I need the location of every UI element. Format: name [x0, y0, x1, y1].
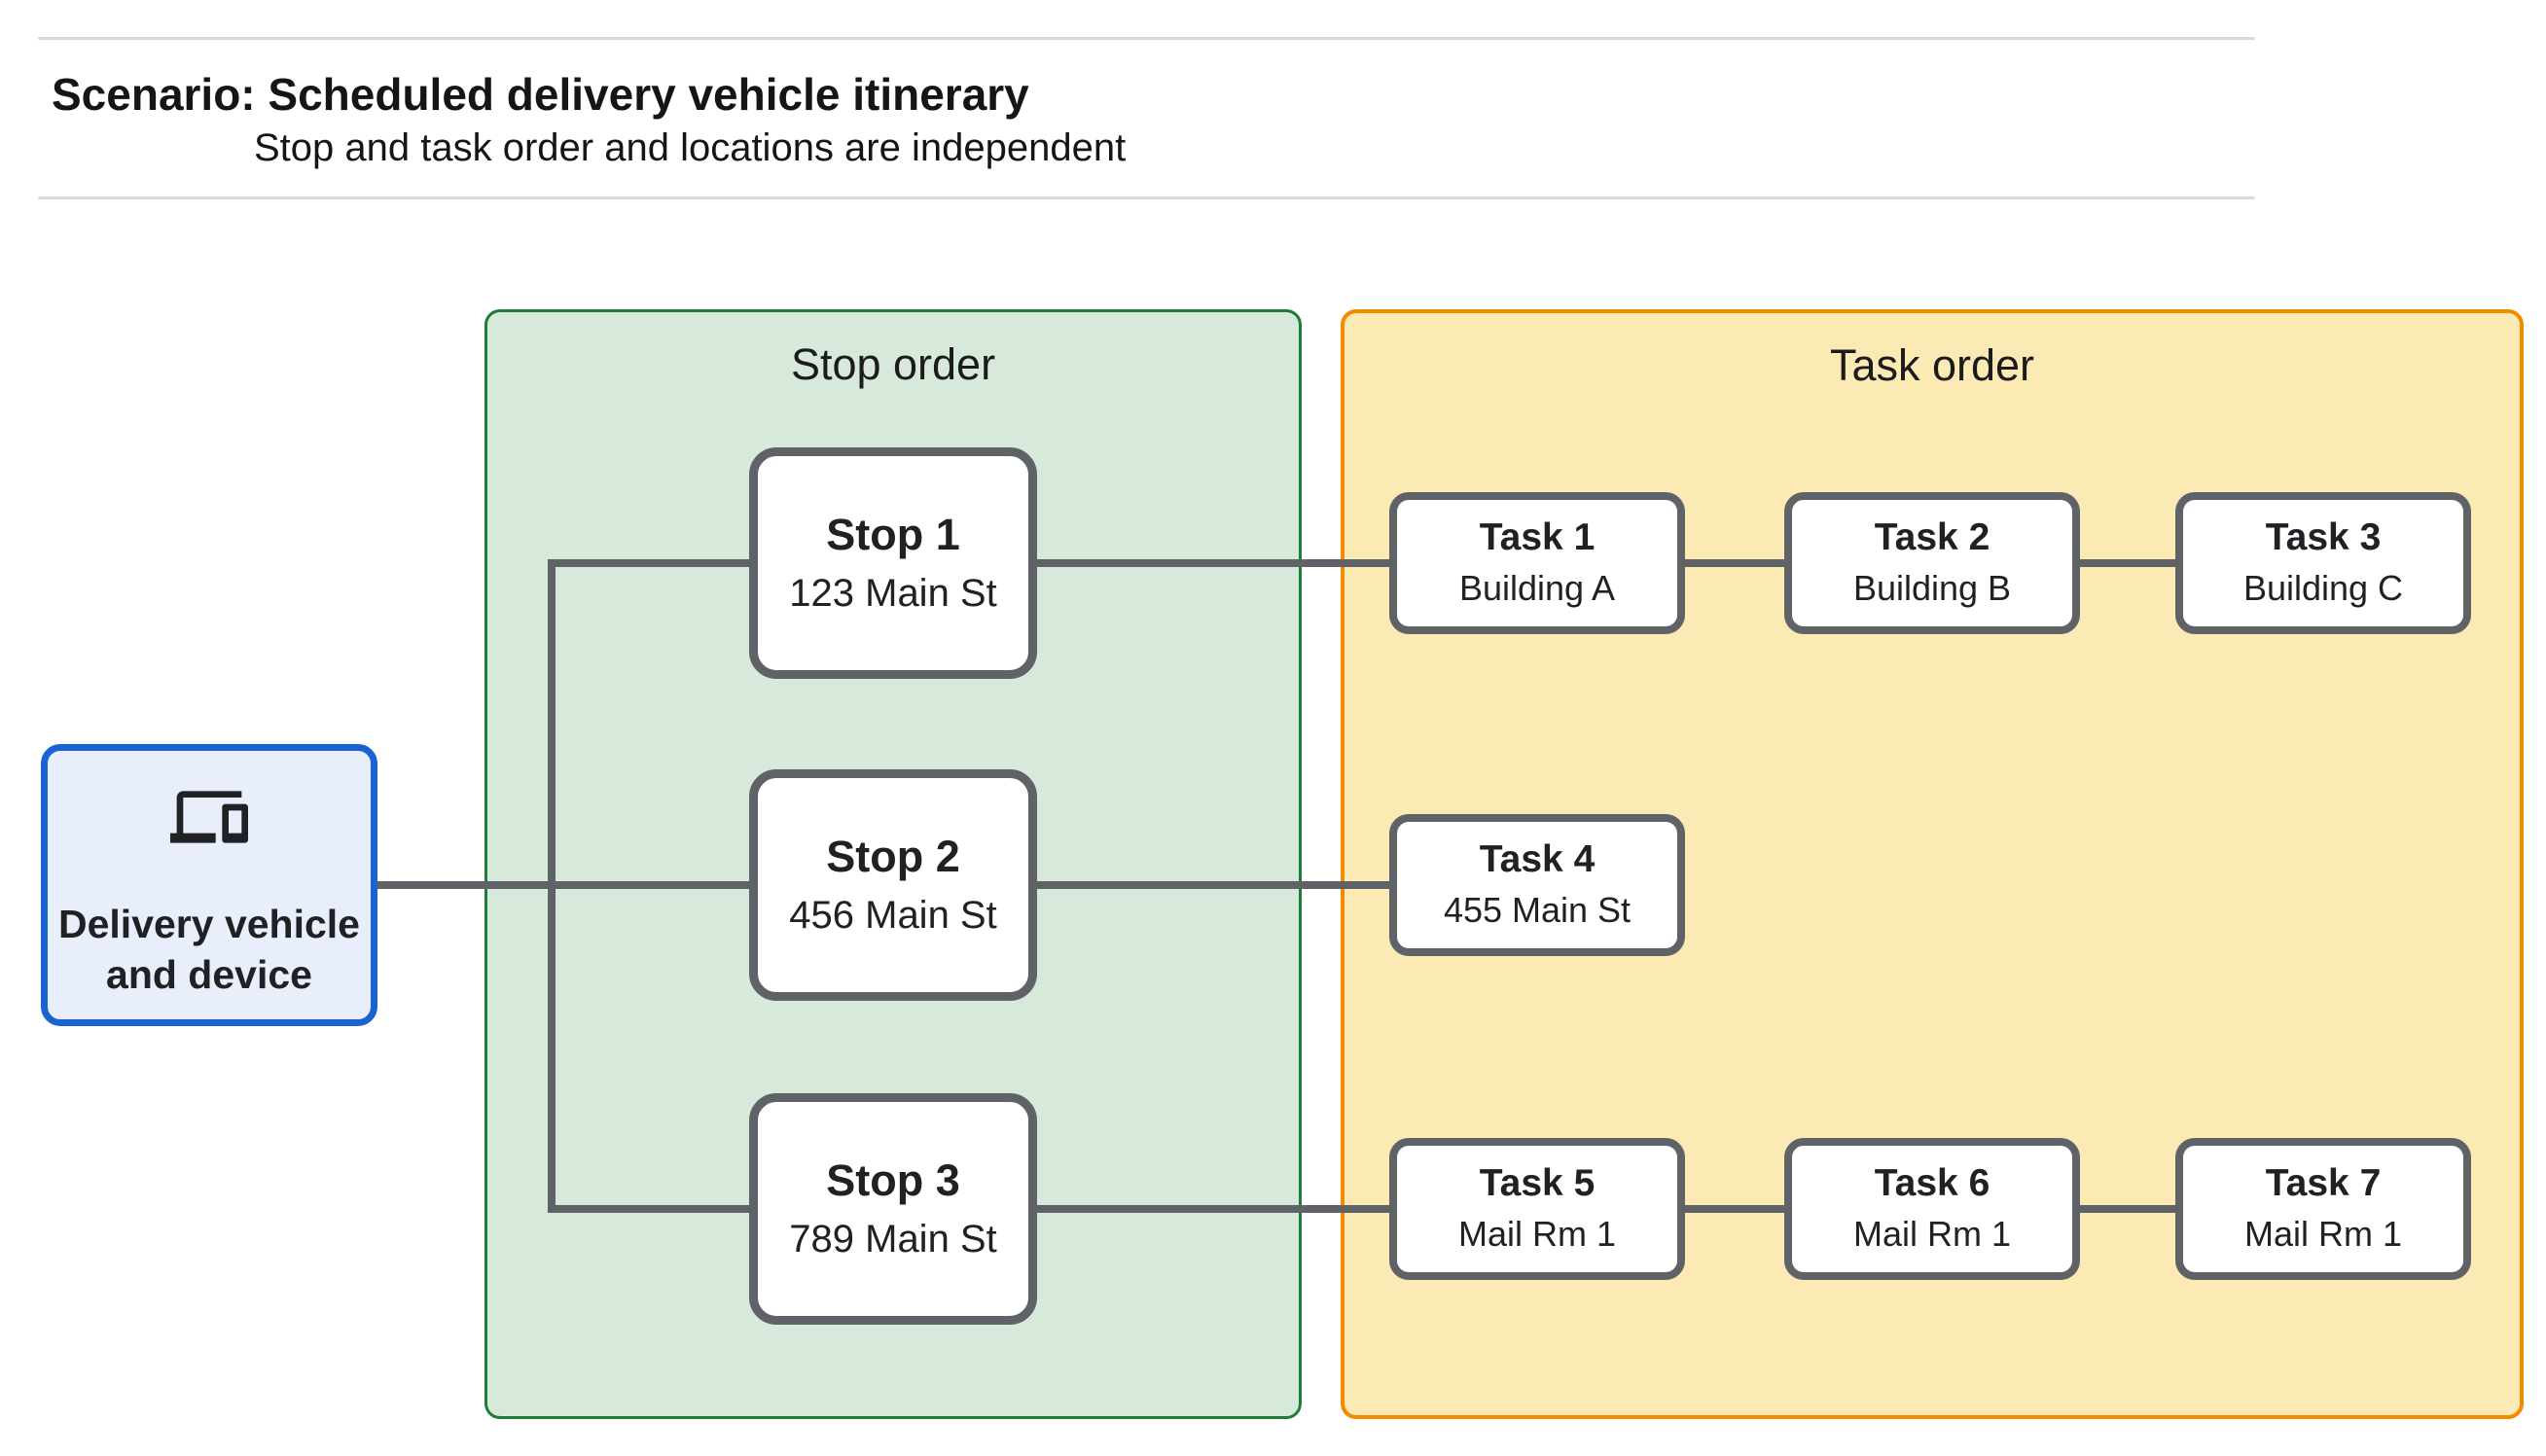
- task-5-name: Task 5: [1479, 1161, 1596, 1204]
- page-subtitle: Stop and task order and locations are in…: [254, 126, 1127, 169]
- task-3-name: Task 3: [2265, 515, 2382, 558]
- stop-2-address: 456 Main St: [789, 894, 997, 938]
- top-divider: [38, 37, 2255, 40]
- stop-2-node: Stop 2 456 Main St: [749, 769, 1037, 1001]
- stop-1-name: Stop 1: [826, 509, 960, 559]
- connector-line: [377, 881, 749, 889]
- task-7-name: Task 7: [2265, 1161, 2382, 1204]
- task-6-location: Mail Rm 1: [1852, 1213, 2012, 1254]
- delivery-vehicle-node: Delivery vehicle and device: [41, 744, 377, 1026]
- task-2-node: Task 2 Building B: [1784, 492, 2080, 634]
- task-5-node: Task 5 Mail Rm 1: [1389, 1138, 1685, 1280]
- task-6-name: Task 6: [1874, 1161, 1990, 1204]
- task-4-name: Task 4: [1479, 837, 1596, 880]
- stop-1-node: Stop 1 123 Main St: [749, 447, 1037, 679]
- header-bottom-divider: [38, 196, 2255, 199]
- task-3-location: Building C: [2242, 567, 2404, 608]
- stop-3-name: Stop 3: [826, 1154, 960, 1205]
- devices-icon: [170, 790, 248, 843]
- task-4-location: 455 Main St: [1443, 889, 1632, 930]
- stop-3-node: Stop 3 789 Main St: [749, 1093, 1037, 1325]
- task-2-name: Task 2: [1874, 515, 1990, 558]
- connector-line: [1033, 881, 1393, 889]
- stop-1-address: 123 Main St: [789, 572, 997, 616]
- task-6-node: Task 6 Mail Rm 1: [1784, 1138, 2080, 1280]
- connector-line: [1682, 1205, 1787, 1213]
- stop-3-address: 789 Main St: [789, 1218, 997, 1261]
- stop-order-panel-title: Stop order: [790, 339, 996, 389]
- task-1-name: Task 1: [1479, 515, 1596, 558]
- task-4-node: Task 4 455 Main St: [1389, 814, 1685, 956]
- connector-line: [1682, 559, 1787, 567]
- stop-2-name: Stop 2: [826, 831, 960, 881]
- task-1-node: Task 1 Building A: [1389, 492, 1685, 634]
- task-7-location: Mail Rm 1: [2243, 1213, 2403, 1254]
- connector-line: [552, 559, 749, 567]
- connector-line: [552, 1205, 749, 1213]
- delivery-vehicle-label-line1: Delivery vehicle: [58, 901, 360, 946]
- connector-line: [1033, 559, 1393, 567]
- connector-line: [2077, 559, 2178, 567]
- task-order-panel-title: Task order: [1829, 340, 2035, 390]
- page-title: Scenario: Scheduled delivery vehicle iti…: [52, 69, 1029, 120]
- task-3-node: Task 3 Building C: [2175, 492, 2471, 634]
- connector-line: [1033, 1205, 1393, 1213]
- task-2-location: Building B: [1852, 567, 2012, 608]
- delivery-vehicle-label-line2: and device: [106, 952, 312, 997]
- task-7-node: Task 7 Mail Rm 1: [2175, 1138, 2471, 1280]
- connector-line: [548, 559, 556, 1213]
- connector-line: [2077, 1205, 2178, 1213]
- delivery-vehicle-label: Delivery vehicle and device: [58, 899, 360, 1001]
- task-1-location: Building A: [1458, 567, 1616, 608]
- task-5-location: Mail Rm 1: [1457, 1213, 1617, 1254]
